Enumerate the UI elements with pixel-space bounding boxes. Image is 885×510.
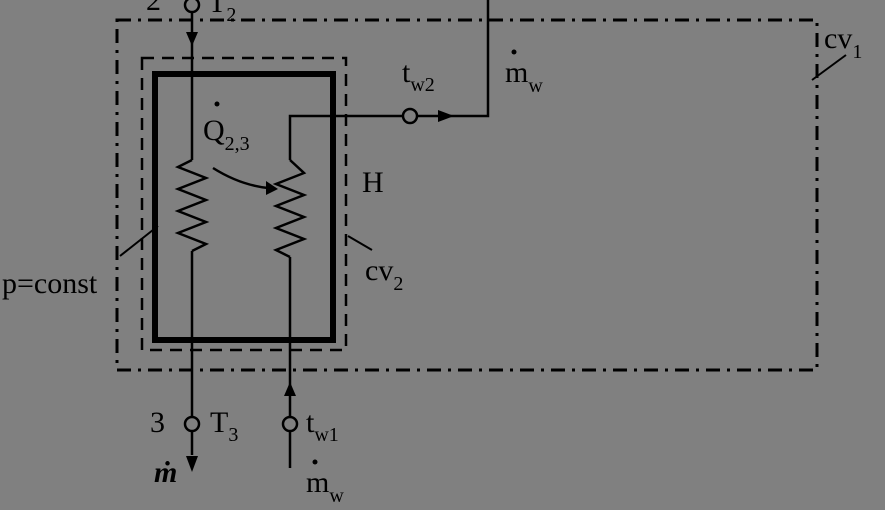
- cv2-leader: [347, 235, 373, 251]
- water-line-top: [288, 0, 490, 160]
- arrow-down-inlet: [186, 32, 198, 46]
- state-point-3: [183, 415, 201, 433]
- state-2-temperature: T2: [208, 0, 236, 26]
- arrow-up-water-inlet: [284, 382, 296, 396]
- heat-exchanger-box: [152, 71, 336, 343]
- state-3-number: 3: [150, 406, 165, 439]
- control-volume-1: [115, 18, 819, 372]
- water-inlet-temp-label: tw1: [306, 406, 339, 446]
- heat-flow-label: Q2,3: [203, 114, 250, 155]
- water-coil: [272, 159, 308, 259]
- arrow-down-outlet: [186, 456, 198, 472]
- heat-flow-arrow: [212, 166, 269, 190]
- mass-flow-label: ṁ: [154, 456, 177, 489]
- state-2-number: 2: [146, 0, 161, 17]
- water-inlet-point: [281, 415, 299, 433]
- water-outlet-point: [401, 107, 419, 125]
- arrow-right-water-outlet: [438, 110, 454, 122]
- water-outlet-temp-label: tw2: [402, 56, 435, 96]
- control-volume-2: [140, 56, 348, 352]
- water-mass-flow-top-label: mw: [505, 56, 543, 97]
- state-point-2: [183, 0, 201, 14]
- water-mass-flow-bottom-label: mw: [306, 466, 344, 507]
- cv2-label: cv2: [365, 254, 403, 295]
- pressure-label: p=const: [2, 267, 98, 300]
- cv1-label: cv1: [824, 22, 862, 63]
- water-mass-flow-top-dot: [511, 49, 517, 55]
- pconst-leader: [119, 225, 159, 257]
- heat-flow-arrowhead: [266, 181, 278, 195]
- water-mass-flow-bottom-dot: [312, 459, 318, 465]
- state-3-temperature: T3: [210, 406, 238, 446]
- refrigerant-coil: [174, 158, 210, 253]
- cv1-leader: [811, 54, 847, 81]
- device-label: H: [362, 166, 384, 199]
- heat-flow-dot: [214, 101, 220, 107]
